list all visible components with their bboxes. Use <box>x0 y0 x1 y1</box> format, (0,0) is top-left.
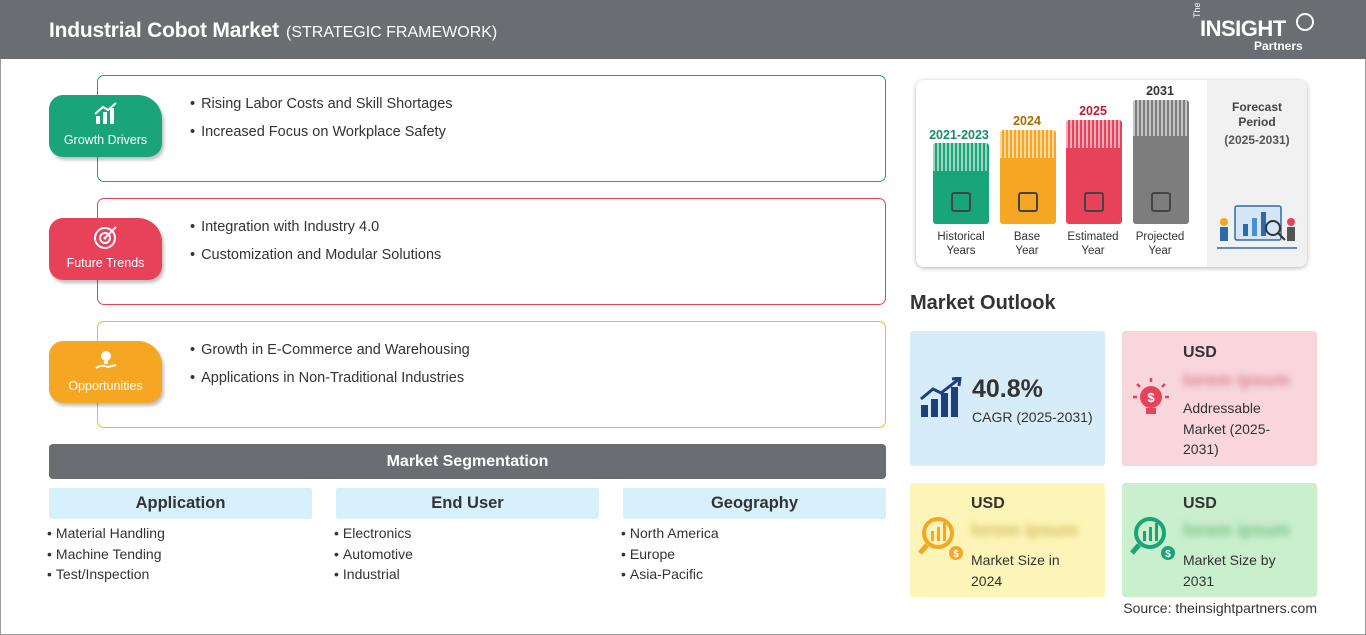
size-2024-usd: USD <box>971 495 1005 512</box>
page-subtitle: (STRATEGIC FRAMEWORK) <box>286 24 498 41</box>
label-line: Historical <box>937 231 985 243</box>
svg-text:$: $ <box>1165 549 1171 560</box>
market-outlook-title: Market Outlook <box>910 292 1056 314</box>
addressable-usd: USD <box>1183 344 1217 361</box>
label-line: Years <box>946 245 976 257</box>
opportunities-card: Growth in E-Commerce and Warehousing App… <box>97 321 886 428</box>
lightbulb-hand-icon <box>95 351 117 369</box>
timeline-bar-projected <box>1133 100 1189 224</box>
segment-heading-geography: Geography <box>623 488 886 519</box>
timeline-bar-historical <box>933 143 989 224</box>
header-bar: Industrial Cobot Market (STRATEGIC FRAME… <box>0 0 1366 59</box>
history-clock-icon <box>951 192 971 212</box>
growth-drivers-badge: Growth Drivers <box>49 95 162 157</box>
label-line: Base <box>1013 231 1041 243</box>
forecast-period: (2025-2031) <box>1224 133 1290 147</box>
size-2031-label: Market Size by 2031 <box>1183 552 1276 589</box>
list-item: Industrial <box>334 566 413 587</box>
future-trends-card: Integration with Industry 4.0 Customizat… <box>97 198 886 305</box>
magnifier-dollar-icon: $ <box>1130 517 1175 560</box>
growth-chart-icon <box>920 377 962 417</box>
segment-list-geography: North America Europe Asia-Pacific <box>621 525 719 587</box>
opportunities-list: Growth in E-Commerce and Warehousing App… <box>190 342 470 398</box>
list-item: Integration with Industry 4.0 <box>190 219 441 247</box>
list-item: Material Handling <box>47 525 165 546</box>
segment-heading-application: Application <box>49 488 312 519</box>
forecast-title: Forecast Period <box>1231 100 1283 129</box>
magnifier-dollar-icon: $ <box>918 517 963 560</box>
size-2031-usd: USD <box>1183 495 1217 512</box>
label-line: Year <box>1015 245 1039 257</box>
addressable-value: lorem ipsum <box>1183 370 1291 390</box>
list-item: Machine Tending <box>47 546 165 567</box>
list-item: Growth in E-Commerce and Warehousing <box>190 342 470 370</box>
list-item: Europe <box>621 546 719 567</box>
gears-chart-icon <box>1084 192 1104 212</box>
addressable-market-box: USD lorem ipsum Addressable Market (2025… <box>1122 331 1317 466</box>
page-title: Industrial Cobot Market <box>49 19 279 42</box>
target-icon <box>94 226 117 249</box>
future-trends-badge: Future Trends <box>49 218 162 280</box>
addressable-label: Addressable Market (2025-2031) <box>1183 400 1271 457</box>
list-item: Test/Inspection <box>47 566 165 587</box>
timeline-bar-estimated <box>1066 120 1122 224</box>
timeline-bar-base <box>1000 130 1056 224</box>
opportunities-badge: Opportunities <box>49 341 162 403</box>
segment-list-end-user: Electronics Automotive Industrial <box>334 525 413 587</box>
opportunities-label: Opportunities <box>68 379 143 393</box>
label-line: Year <box>1081 245 1105 257</box>
svg-text:$: $ <box>953 549 959 560</box>
timeline-year-projected: 2031 <box>1146 84 1174 98</box>
list-item: Increased Focus on Workplace Safety <box>190 124 453 152</box>
label-line: Year <box>1148 245 1172 257</box>
cagr-box: 40.8% CAGR (2025-2031) <box>910 331 1105 466</box>
timeline-year-base: 2024 <box>1013 114 1041 128</box>
market-size-2031-box: USD lorem ipsum Market Size by 2031 $ <box>1122 483 1317 597</box>
logo-insight: INSIGHT <box>1200 16 1286 41</box>
list-item: Rising Labor Costs and Skill Shortages <box>190 96 452 124</box>
list-item: Automotive <box>334 546 413 567</box>
presentation-board-icon <box>1151 192 1171 212</box>
segment-heading-end-user: End User <box>336 488 599 519</box>
label-line: Estimated <box>1067 231 1119 243</box>
segment-list-application: Material Handling Machine Tending Test/I… <box>47 525 165 587</box>
growth-drivers-card: Rising Labor Costs and Skill Shortages I… <box>97 75 886 182</box>
money-bulb-icon: $ <box>1133 378 1169 414</box>
growth-drivers-list: Rising Labor Costs and Skill Shortages I… <box>190 96 453 152</box>
size-2024-value: lorem ipsum <box>971 520 1079 540</box>
list-item: Applications in Non-Traditional Industri… <box>190 370 470 398</box>
source-credit: Source: theinsightpartners.com <box>1123 600 1317 616</box>
size-2031-value: lorem ipsum <box>1183 520 1291 540</box>
growth-drivers-label: Growth Drivers <box>63 133 148 147</box>
list-item: Asia-Pacific <box>621 566 719 587</box>
cagr-label: CAGR (2025-2031) <box>972 409 1093 425</box>
insight-partners-logo[interactable]: The INSIGHT Partners <box>1190 2 1320 54</box>
logo-partners: Partners <box>1254 39 1303 53</box>
label-line: Projected <box>1135 231 1185 243</box>
forecast-period-panel: Forecast Period (2025-2031) <box>1207 80 1307 267</box>
list-item: Electronics <box>334 525 413 546</box>
bar-growth-icon <box>94 102 117 124</box>
list-item: North America <box>621 525 719 546</box>
market-segmentation-bar: Market Segmentation <box>49 444 886 479</box>
logo-arc-icon <box>1296 13 1314 31</box>
cagr-value: 40.8% <box>972 375 1043 403</box>
future-trends-list: Integration with Industry 4.0 Customizat… <box>190 219 441 275</box>
svg-text:$: $ <box>1147 390 1155 405</box>
market-size-2024-box: USD lorem ipsum Market Size in 2024 $ <box>910 483 1105 597</box>
analytics-people-icon <box>1217 205 1297 249</box>
timeline-year-estimated: 2025 <box>1079 104 1107 118</box>
timeline-year-historical: 2021-2023 <box>929 128 989 142</box>
future-trends-label: Future Trends <box>66 256 145 270</box>
calendar-icon <box>1018 192 1038 212</box>
list-item: Customization and Modular Solutions <box>190 247 441 275</box>
size-2024-label: Market Size in 2024 <box>971 552 1060 589</box>
